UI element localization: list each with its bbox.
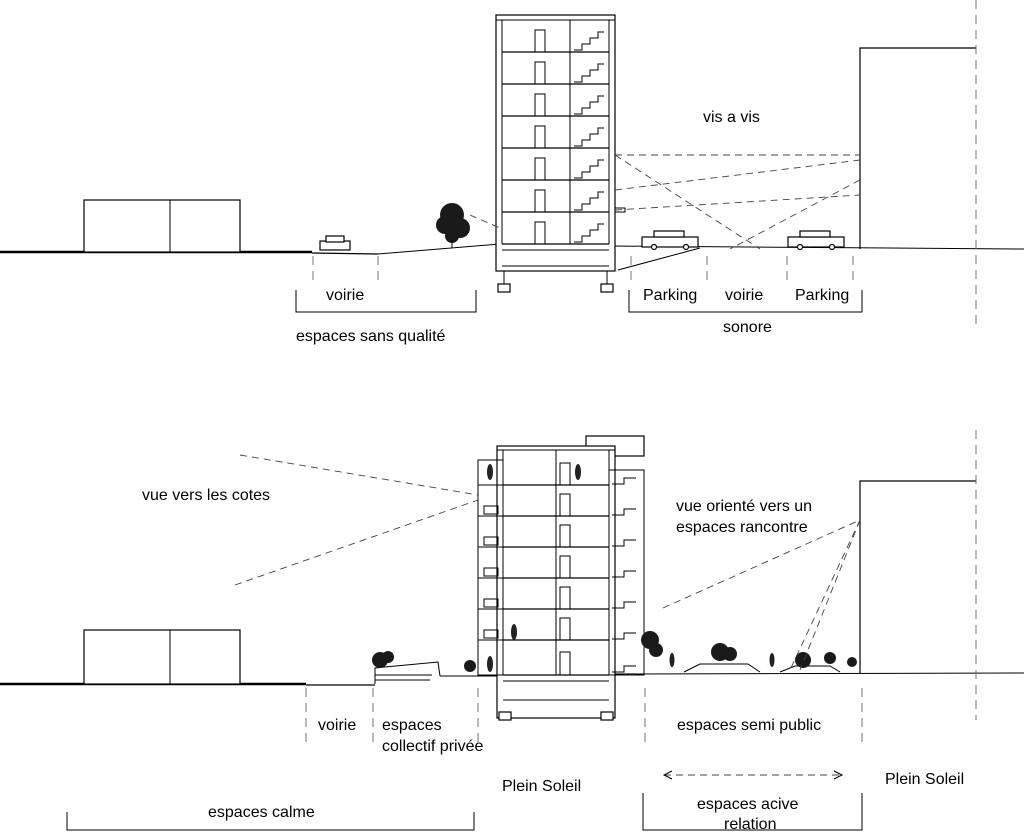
car-icon	[641, 230, 699, 251]
label-plein-soleil-center: Plein Soleil	[502, 778, 581, 795]
label-voirie-top: voirie	[326, 287, 364, 304]
label-espaces-collectif-line1: espaces	[382, 717, 442, 734]
tree-icon	[464, 660, 476, 672]
label-sonore: sonore	[723, 319, 772, 336]
road-line-top	[311, 252, 379, 255]
ramp-line-top	[617, 247, 701, 271]
label-vue-oriente-line1: vue orienté vers un	[676, 498, 812, 515]
label-espaces-sans-qualite: espaces sans qualité	[296, 328, 446, 345]
tree-icon	[372, 651, 394, 668]
label-voirie-bottom: voirie	[318, 717, 356, 734]
car-icon	[319, 235, 351, 251]
bracket-espaces-sans-qualite	[295, 290, 477, 313]
label-espaces-calme: espaces calme	[208, 804, 315, 821]
slope-line-top	[377, 243, 501, 255]
label-parking-right: Parking	[795, 287, 849, 304]
tall-building-top	[495, 14, 626, 293]
terrace-structure	[374, 661, 441, 684]
label-espaces-semi-public: espaces semi public	[677, 717, 821, 734]
bracket-sonore	[628, 290, 863, 313]
label-parking-left: Parking	[643, 287, 697, 304]
label-plein-soleil-right: Plein Soleil	[885, 771, 964, 788]
section-top: vis a vis voirie espaces sans qualité Pa…	[0, 0, 1024, 345]
section-bottom: vue vers les cotes vue orienté vers un e…	[0, 430, 1024, 833]
low-building-bottom	[83, 629, 241, 685]
label-vue-oriente-line2: espaces rancontre	[676, 519, 808, 536]
right-building-top	[859, 47, 976, 249]
plaza-elements	[641, 631, 857, 673]
tree-icon	[436, 203, 470, 248]
label-vue-vers-les-cotes: vue vers les cotes	[142, 487, 270, 504]
double-arrow-icon	[662, 770, 844, 780]
car-icon	[787, 230, 845, 251]
label-voirie-right: voirie	[725, 287, 763, 304]
bracket-espaces-calme	[66, 812, 475, 831]
label-vis-a-vis: vis a vis	[703, 109, 760, 126]
label-espaces-acive-line2: relation	[724, 816, 776, 833]
label-espaces-collectif-line2: collectif privée	[382, 738, 483, 755]
bracket-espaces-acive	[642, 793, 863, 831]
right-building-bottom	[859, 480, 976, 673]
low-building-top	[83, 199, 241, 253]
tall-building-bottom	[477, 435, 645, 721]
label-espaces-acive-line1: espaces acive	[697, 796, 798, 813]
